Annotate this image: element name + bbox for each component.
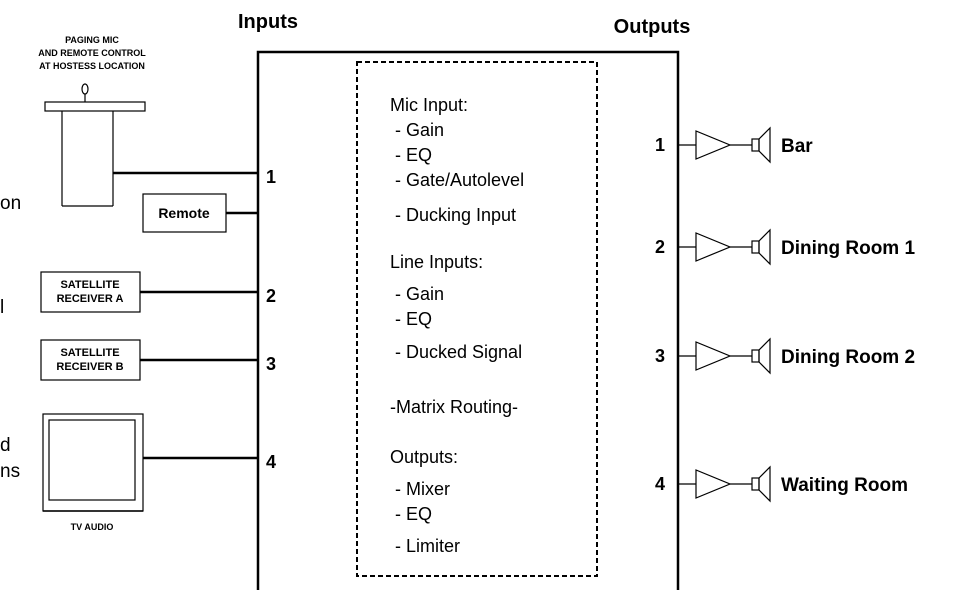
- output-number: 2: [655, 237, 665, 257]
- output-label: Waiting Room: [781, 475, 908, 496]
- speaker-icon: [751, 349, 760, 363]
- speaker-cone-icon: [758, 228, 771, 266]
- proc-line: - Ducking Input: [390, 205, 516, 225]
- mic-caption-line-2: AND REMOTE CONTROL: [38, 48, 146, 58]
- output-label: Dining Room 1: [781, 238, 915, 259]
- outputs-header: Outputs: [614, 16, 691, 38]
- proc-line: - Limiter: [390, 536, 460, 556]
- input-number-3: 3: [266, 354, 276, 374]
- amplifier-icon: [695, 232, 732, 262]
- sat-b-line-2: RECEIVER B: [56, 361, 123, 373]
- mic-caption-line-1: PAGING MIC: [65, 35, 119, 45]
- satellite-receiver-a: [40, 271, 141, 313]
- input-number-1: 1: [266, 167, 276, 187]
- output-label: Dining Room 2: [781, 347, 915, 368]
- speaker-cone-icon: [758, 337, 771, 375]
- speaker-icon: [751, 240, 760, 254]
- dsp-processing-box: [356, 61, 598, 577]
- output-number: 4: [655, 474, 665, 494]
- remote-label: Remote: [158, 205, 210, 221]
- speaker-icon: [751, 477, 760, 491]
- side-text-4: ns: [0, 461, 20, 482]
- proc-line: - Ducked Signal: [390, 342, 522, 362]
- output-chain: 3 Dining Room 2: [655, 337, 915, 375]
- proc-line: Line Inputs:: [390, 252, 483, 272]
- output-chain: 1 Bar: [655, 126, 813, 164]
- side-text-3: d: [0, 435, 11, 456]
- proc-line: - Gate/Autolevel: [390, 170, 524, 190]
- output-chain: 2 Dining Room 1: [655, 228, 915, 266]
- amplifier-icon: [695, 469, 732, 499]
- sat-b-line-1: SATELLITE: [60, 347, 119, 359]
- tv-audio-label: TV AUDIO: [71, 522, 114, 532]
- proc-line: Outputs:: [390, 447, 458, 467]
- input-number-2: 2: [266, 286, 276, 306]
- proc-line: - Mixer: [390, 479, 450, 499]
- proc-line: -Matrix Routing-: [390, 397, 518, 417]
- mic-caption-line-3: AT HOSTESS LOCATION: [39, 61, 145, 71]
- speaker-cone-icon: [758, 465, 771, 503]
- sat-a-line-2: RECEIVER A: [57, 293, 124, 305]
- speaker-icon: [751, 138, 760, 152]
- output-chain: 4 Waiting Room: [655, 465, 908, 503]
- output-number: 3: [655, 346, 665, 366]
- speaker-cone-icon: [758, 126, 771, 164]
- output-label: Bar: [781, 136, 813, 157]
- amplifier-icon: [695, 341, 732, 371]
- side-text-1: on: [0, 193, 21, 214]
- input-number-4: 4: [266, 452, 276, 472]
- proc-line: - EQ: [390, 504, 432, 524]
- output-number: 1: [655, 135, 665, 155]
- proc-line: - EQ: [390, 145, 432, 165]
- processing-list: Mic Input: - Gain - EQ - Gate/Autolevel …: [390, 95, 524, 556]
- sat-a-line-1: SATELLITE: [60, 279, 119, 291]
- proc-line: Mic Input:: [390, 95, 468, 115]
- inputs-header: Inputs: [238, 11, 298, 33]
- paging-mic-icon: [44, 83, 146, 207]
- proc-line: - Gain: [390, 120, 444, 140]
- proc-line: - EQ: [390, 309, 432, 329]
- side-text-2: l: [0, 297, 4, 318]
- tv-icon: [42, 413, 144, 512]
- proc-line: - Gain: [390, 284, 444, 304]
- amplifier-icon: [695, 130, 732, 160]
- processor-box: [256, 50, 680, 590]
- outputs-layer: 1 Bar 2 Dining Room 1 3 Dining Room 2 4 Waiting…: [655, 126, 915, 503]
- satellite-receiver-b: [40, 339, 141, 381]
